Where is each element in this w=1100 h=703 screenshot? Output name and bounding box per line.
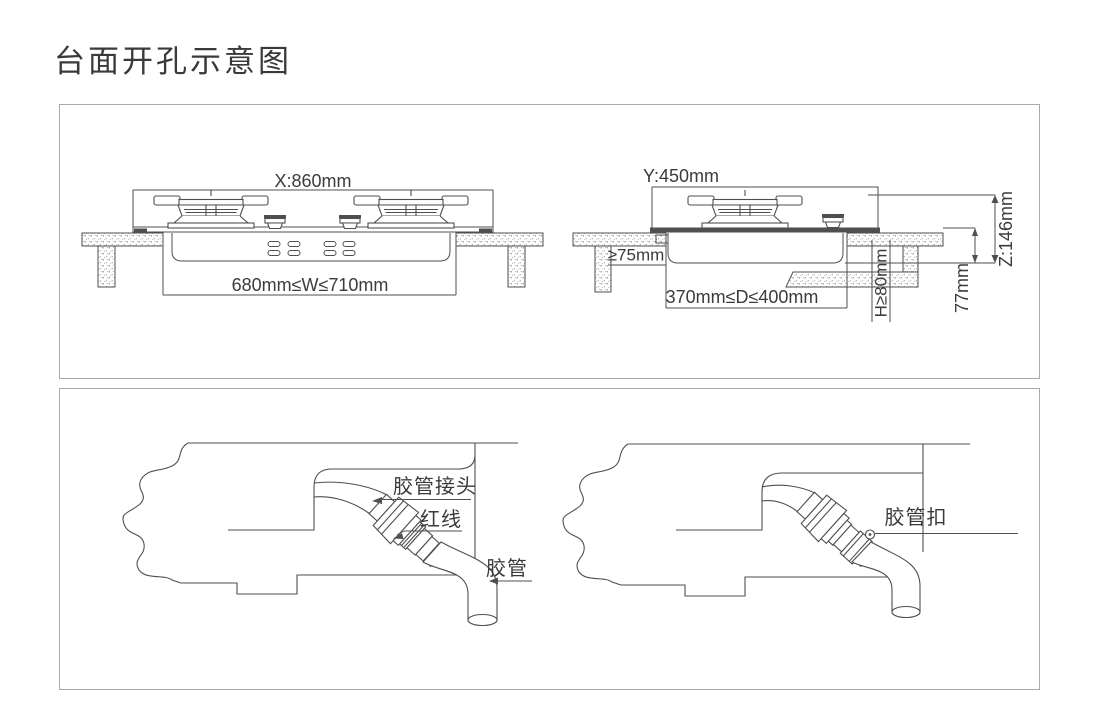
dim-z-label: Z:146mm bbox=[996, 190, 1016, 268]
countertop-cross-section bbox=[81, 232, 544, 288]
break-outline bbox=[562, 443, 629, 586]
hose-label: 胶管 bbox=[486, 558, 528, 580]
dim-d-lines bbox=[666, 240, 848, 309]
hose-open-end bbox=[891, 605, 921, 619]
countertop-cross-section-side bbox=[572, 232, 944, 293]
cutout-diagram-drawing bbox=[81, 186, 999, 322]
dim-y-label: Y:450mm bbox=[642, 166, 720, 186]
side-view bbox=[572, 186, 999, 322]
hose-diagram-drawing bbox=[122, 442, 1018, 627]
rubber-hose bbox=[422, 541, 498, 627]
hose-joint-label: 胶管接头 bbox=[393, 476, 477, 498]
hose-diagram-panel bbox=[59, 388, 1040, 690]
gas-pipe bbox=[313, 481, 388, 515]
red-line-groove bbox=[401, 522, 424, 548]
dim-d-label: 370mm≤D≤400mm bbox=[665, 287, 819, 307]
dim-clearance-label: ≥75mm bbox=[607, 245, 665, 265]
dim-arrows bbox=[972, 195, 999, 263]
gas-pipe bbox=[761, 484, 816, 513]
bottom-edge bbox=[621, 576, 888, 597]
dim-h-label: H≥80mm bbox=[871, 248, 891, 318]
dim-77-lines bbox=[943, 227, 976, 263]
bottom-edge bbox=[181, 574, 465, 595]
dim-x-lines bbox=[132, 189, 494, 228]
cooktop-body-side bbox=[667, 233, 844, 264]
cavity-outline bbox=[676, 472, 923, 531]
front-view bbox=[81, 189, 544, 296]
page-title: 台面开孔示意图 bbox=[54, 44, 292, 79]
red-line-label: 红线 bbox=[420, 509, 462, 531]
mounting-clip bbox=[655, 234, 668, 244]
glass-top-front bbox=[132, 226, 494, 233]
leader-lines bbox=[382, 499, 532, 582]
hose-figure-left bbox=[122, 442, 532, 627]
hose-open-end bbox=[467, 613, 498, 627]
cooktop-body-front bbox=[171, 233, 451, 262]
hose-clamp-label: 胶管扣 bbox=[884, 507, 948, 529]
break-outline bbox=[122, 442, 189, 584]
dim-z-lines bbox=[845, 194, 996, 264]
dim-x-label: X:860mm bbox=[274, 171, 352, 191]
dim-77-label: 77mm bbox=[952, 262, 972, 314]
vent-slots bbox=[267, 241, 356, 256]
dim-w-lines bbox=[162, 235, 457, 296]
hose-figure-right bbox=[562, 443, 1018, 619]
dim-clearance-lines bbox=[608, 233, 667, 308]
dim-h-lines bbox=[871, 240, 891, 322]
dim-w-label: 680mm≤W≤710mm bbox=[231, 275, 389, 295]
glass-top-side bbox=[650, 227, 880, 233]
dim-y-lines bbox=[651, 186, 879, 228]
